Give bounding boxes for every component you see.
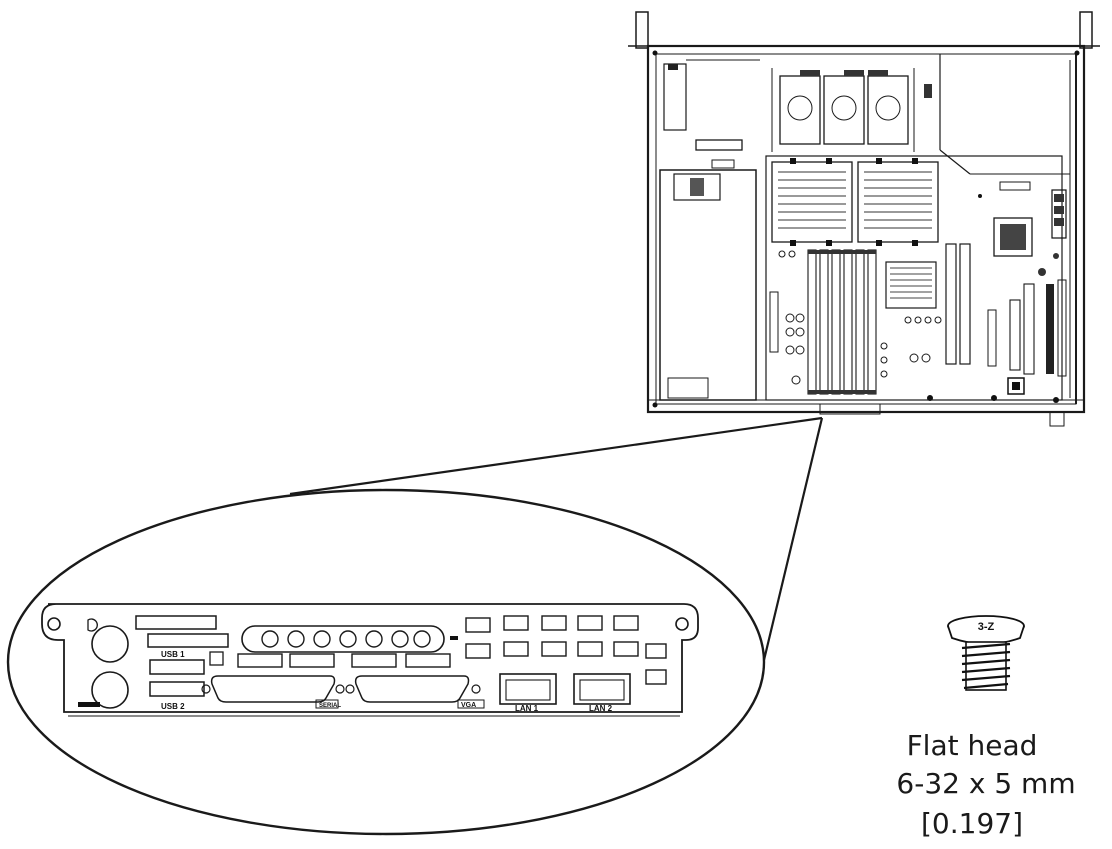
lan-port-2 [573,673,631,705]
motherboard [765,155,1067,403]
mount-hole-left [47,617,61,631]
mount-hole-right [675,617,689,631]
riser-bracket [663,63,687,131]
zoom-callout [6,416,824,836]
zoom-ellipse [6,488,766,836]
cooling-fans [771,68,915,152]
memory-slots [807,249,877,395]
serial-port [210,675,336,703]
lan-port-1 [499,673,557,705]
screw-caption-line2: 6-32 x 5 mm [896,767,1075,800]
ps2-port-bottom [91,671,129,709]
power-supply [659,169,757,401]
lan1-label: LAN 1 [515,704,539,713]
rack-ear-right [1079,11,1093,49]
rack-ear-left [635,11,649,49]
audio-jack-bar [241,625,445,653]
lan2-label: LAN 2 [589,704,613,713]
screw-head-mark: 3-Z [978,621,995,633]
chassis-frame [646,44,1086,414]
controller-chip [993,217,1033,257]
screw-caption-line3: [0.197] [921,807,1023,840]
screw-illustration: 3-Z [947,615,1025,691]
chipset-heatsink [885,261,937,309]
screw-caption-line1: Flat head [907,729,1038,762]
usb-port-1b [149,681,205,697]
ps2-port-top [91,625,129,663]
cpu-heatsink-2 [857,161,939,243]
vga-port [354,675,470,703]
usb2-label: USB 2 [161,702,185,711]
serial-label: SERIAL [319,703,341,709]
callout-line-right [762,417,824,661]
usb-port-1a [149,659,205,675]
server-chassis [628,11,1100,427]
io-shield: USB 1 USB 2 SERIAL VGA [41,603,699,717]
vga-label: VGA [461,702,476,709]
cpu-heatsink-1 [771,161,853,243]
square-port-grid [465,615,667,685]
callout-line-top [289,416,823,496]
usb1-label: USB 1 [161,650,185,659]
